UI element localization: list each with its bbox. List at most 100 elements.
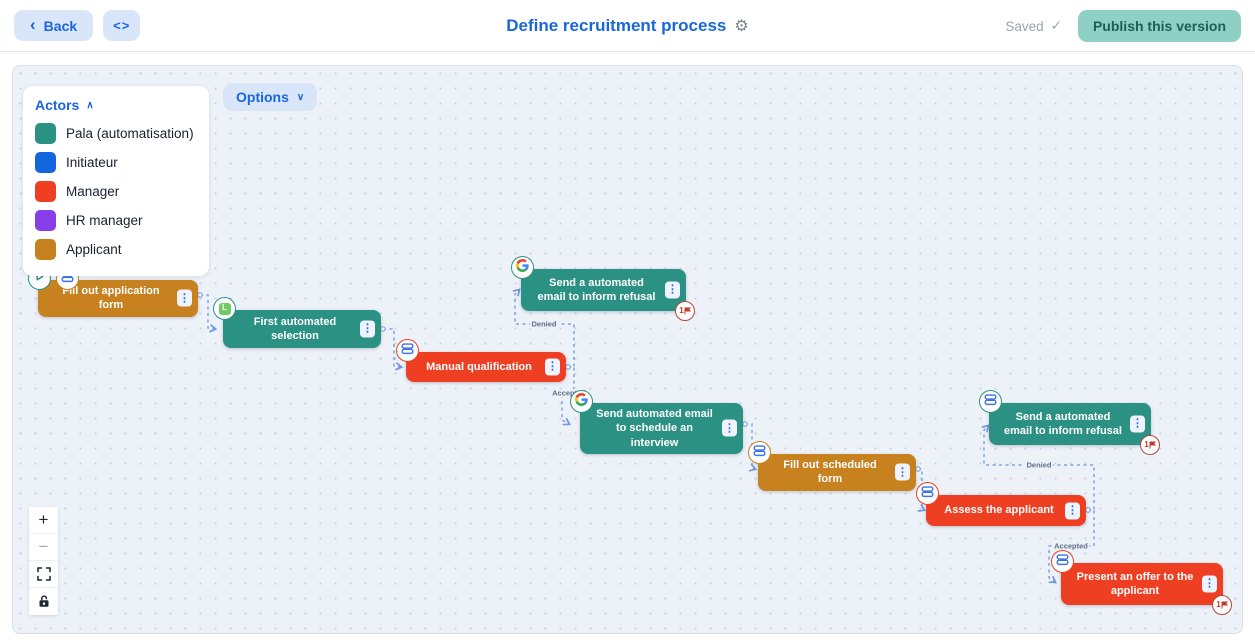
actor-color-swatch	[35, 239, 56, 260]
edge-source-handle[interactable]	[1085, 507, 1091, 513]
edge-source-handle[interactable]	[197, 292, 203, 298]
actor-item: HR manager	[35, 206, 195, 235]
lock-icon	[39, 595, 48, 607]
actor-label: Pala (automatisation)	[66, 126, 194, 141]
node-menu-button[interactable]: ⋮	[665, 281, 680, 299]
form-icon	[1056, 553, 1069, 570]
code-icon: <>	[113, 18, 131, 33]
check-icon: ✓	[1050, 18, 1062, 33]
back-chevron-icon: ‹	[30, 15, 36, 34]
node-badge: L	[213, 297, 236, 320]
zoom-in-button[interactable]: +	[29, 507, 58, 534]
edge-source-handle[interactable]	[565, 364, 571, 370]
actor-item: Manager	[35, 177, 195, 206]
node-menu-button[interactable]: ⋮	[545, 358, 560, 376]
node-label: Send automated email to schedule an inte…	[596, 408, 713, 449]
actor-item: Initiateur	[35, 148, 195, 177]
node-label: Manual qualification	[426, 360, 532, 373]
actor-label: Manager	[66, 184, 120, 199]
form-icon	[921, 485, 934, 502]
flag-icon	[1221, 601, 1228, 609]
flag-icon	[684, 307, 691, 315]
settings-gear-icon[interactable]: ⚙	[734, 18, 749, 35]
flow-node-fill-application[interactable]: Fill out application form ⋮	[28, 267, 198, 317]
options-button[interactable]: Options ∨	[223, 83, 318, 111]
node-menu-button[interactable]: ⋮	[1065, 502, 1080, 519]
node-menu-button[interactable]: ⋮	[1202, 575, 1217, 593]
node-badge	[916, 482, 939, 505]
options-button-label: Options	[236, 89, 289, 105]
node-badge	[511, 256, 534, 279]
google-icon	[516, 258, 529, 276]
fit-view-button[interactable]	[29, 561, 58, 588]
back-button[interactable]: ‹ Back	[14, 10, 94, 41]
node-menu-button[interactable]: ⋮	[360, 320, 375, 338]
edge-source-handle[interactable]	[565, 364, 571, 370]
lever-icon: L	[218, 302, 231, 315]
node-badge	[979, 390, 1002, 413]
edge-label: Denied	[1026, 461, 1051, 470]
flag-count: 1	[1216, 599, 1221, 609]
actor-label: Applicant	[66, 242, 122, 257]
chevron-down-icon: ∨	[296, 91, 305, 103]
node-label: Present an offer to the applicant	[1076, 570, 1194, 597]
node-label: Fill out scheduled form	[783, 459, 877, 486]
header: ‹ Back <> Define recruitment process ⚙ S…	[0, 0, 1255, 52]
flag-count-badge[interactable]: 1	[1212, 595, 1232, 615]
node-label: Fill out application form	[62, 285, 160, 312]
flow-node-fill-scheduled[interactable]: Fill out scheduled form ⋮	[748, 441, 916, 491]
node-menu-button[interactable]: ⋮	[177, 289, 192, 307]
node-badge	[570, 390, 593, 413]
edge-source-handle[interactable]	[742, 421, 748, 427]
node-badge	[396, 339, 419, 362]
node-badge	[748, 441, 771, 464]
save-status-label: Saved	[1005, 18, 1044, 34]
google-icon	[575, 392, 588, 410]
actor-color-swatch	[35, 181, 56, 202]
fit-view-icon	[36, 567, 51, 581]
node-label: Send a automated email to inform refusal	[537, 276, 656, 303]
flow-node-refusal-1[interactable]: Send a automated email to inform refusal…	[511, 256, 695, 321]
flow-node-assess[interactable]: Assess the applicant ⋮	[916, 482, 1086, 526]
node-label: First automated selection	[253, 315, 337, 342]
zoom-out-button[interactable]: −	[29, 534, 58, 561]
flag-count-badge[interactable]: 1	[1140, 435, 1160, 455]
actor-item: Pala (automatisation)	[35, 119, 195, 148]
header-left: ‹ Back <>	[14, 10, 141, 41]
flow-node-schedule-interview[interactable]: Send automated email to schedule an inte…	[570, 390, 743, 454]
flow-controls: +−	[29, 507, 58, 615]
code-view-button[interactable]: <>	[103, 10, 141, 41]
flag-count-badge[interactable]: 1	[675, 301, 695, 321]
header-right: Saved ✓ Publish this version	[1005, 10, 1241, 42]
node-menu-button[interactable]: ⋮	[895, 463, 910, 481]
node-menu-button[interactable]: ⋮	[722, 419, 737, 437]
header-title-wrap: Define recruitment process ⚙	[0, 0, 1255, 52]
edge-source-handle[interactable]	[380, 326, 386, 332]
node-badge	[1051, 550, 1074, 573]
form-icon	[753, 444, 766, 461]
flow-node-first-selection[interactable]: First automated selection ⋮ L	[213, 297, 381, 348]
node-label: Assess the applicant	[944, 504, 1054, 517]
form-icon	[401, 342, 414, 359]
publish-button[interactable]: Publish this version	[1077, 10, 1241, 42]
edge-source-handle[interactable]	[1085, 507, 1091, 513]
flag-icon	[1149, 441, 1156, 449]
actor-label: Initiateur	[66, 155, 118, 170]
actor-color-swatch	[35, 210, 56, 231]
edge-label: Accepted	[1054, 542, 1088, 551]
edge-source-handle[interactable]	[915, 466, 921, 472]
save-status: Saved ✓	[1005, 18, 1062, 34]
flow-node-present-offer[interactable]: Present an offer to the applicant ⋮ 1	[1051, 550, 1232, 615]
chevron-up-icon: ∧	[86, 99, 94, 111]
actors-panel-toggle[interactable]: Actors ∧	[35, 97, 195, 113]
edge-label: Denied	[531, 320, 556, 329]
actors-panel-title: Actors	[35, 97, 80, 113]
lock-button[interactable]	[29, 588, 58, 615]
flow-node-manual-qualification[interactable]: Manual qualification ⋮	[396, 339, 566, 382]
node-menu-button[interactable]: ⋮	[1130, 415, 1145, 433]
flow-node-refusal-2[interactable]: Send a automated email to inform refusal…	[979, 390, 1160, 455]
back-button-label: Back	[43, 17, 78, 34]
actor-item: Applicant	[35, 235, 195, 264]
